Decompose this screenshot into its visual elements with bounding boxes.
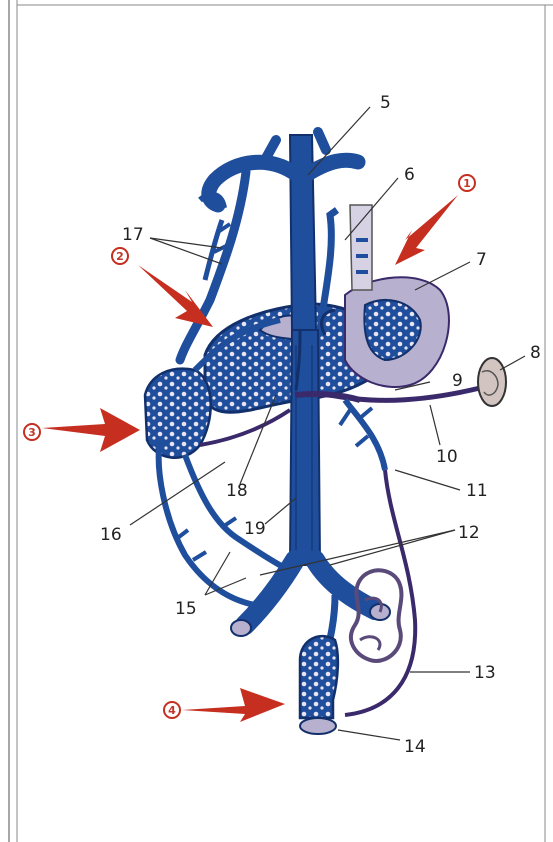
marker-2-text: 2 bbox=[116, 250, 124, 263]
label-14: 14 bbox=[404, 737, 426, 757]
arrow-1 bbox=[395, 195, 458, 265]
label-15: 15 bbox=[175, 599, 197, 619]
arrow-4 bbox=[182, 688, 285, 722]
rectal-venous-plexus bbox=[300, 636, 338, 718]
round-ligament-vein bbox=[200, 410, 290, 445]
marker-4-text: 4 bbox=[168, 704, 176, 717]
label-7: 7 bbox=[476, 250, 487, 270]
anal-canal bbox=[300, 718, 336, 734]
inferior-vena-cava bbox=[290, 330, 320, 565]
label-18: 18 bbox=[226, 481, 248, 501]
label-10: 10 bbox=[436, 447, 458, 467]
label-13: 13 bbox=[474, 663, 496, 683]
left-common-iliac-vein bbox=[315, 560, 375, 610]
label-16: 16 bbox=[100, 525, 122, 545]
label-17: 17 bbox=[122, 225, 144, 245]
label-12: 12 bbox=[458, 523, 480, 543]
right-brachiocephalic-vein bbox=[306, 160, 358, 175]
marker-1: 1 bbox=[459, 175, 475, 191]
label-5: 5 bbox=[380, 93, 391, 113]
arrow-2 bbox=[138, 265, 213, 327]
label-6: 6 bbox=[404, 165, 415, 185]
marker-3: 3 bbox=[24, 424, 40, 440]
superior-mesenteric-vein bbox=[345, 400, 385, 470]
label-11: 11 bbox=[466, 481, 488, 501]
marker-4: 4 bbox=[164, 702, 180, 718]
spleen-shape bbox=[478, 358, 506, 406]
marker-2: 2 bbox=[112, 248, 128, 264]
iliac-vein-cut-right bbox=[231, 620, 251, 636]
label-9: 9 bbox=[452, 371, 463, 391]
arrow-3 bbox=[42, 408, 140, 452]
marker-3-text: 3 bbox=[28, 426, 36, 439]
inferior-epigastric-vein bbox=[185, 455, 285, 568]
esophagus-shape bbox=[350, 205, 372, 290]
marker-1-text: 1 bbox=[463, 177, 471, 190]
right-common-iliac-vein bbox=[245, 560, 295, 625]
label-19: 19 bbox=[244, 519, 266, 539]
label-8: 8 bbox=[530, 343, 541, 363]
